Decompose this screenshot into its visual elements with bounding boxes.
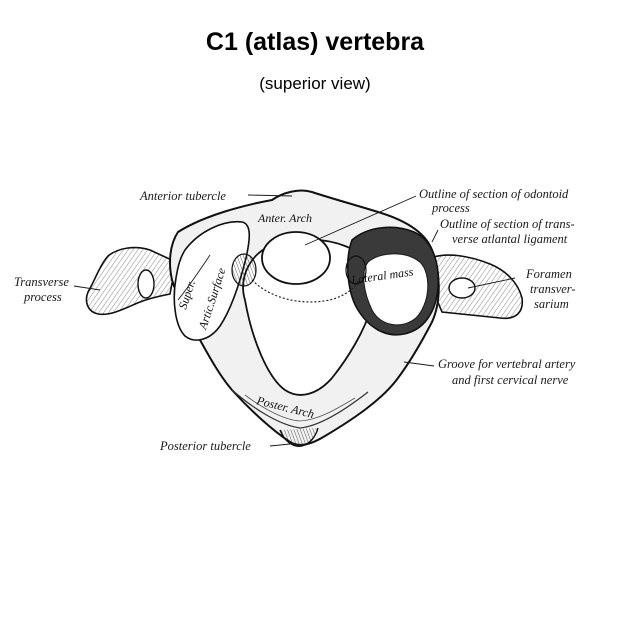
label-foramen-3: sarium	[534, 297, 569, 311]
odontoid-process-outline	[261, 231, 331, 285]
bone-label-anter-arch: Anter. Arch	[257, 211, 312, 225]
right-tubercle-ligament	[345, 255, 367, 285]
diagram-title: C1 (atlas) vertebra	[205, 28, 425, 56]
posterior-tubercle-shape	[279, 427, 319, 447]
label-groove-2: and first cervical nerve	[452, 373, 569, 387]
left-transverse-process	[85, 246, 177, 316]
left-foramen-transversarium	[137, 269, 155, 299]
label-foramen-2: transver-	[530, 282, 576, 296]
label-foramen-1: Foramen	[525, 267, 572, 281]
label-anterior-tubercle: Anterior tubercle	[139, 189, 226, 203]
right-foramen-transversarium	[448, 277, 476, 299]
left-tubercle-ligament	[231, 253, 257, 287]
diagram-subtitle: (superior view)	[259, 74, 371, 93]
label-posterior-tubercle: Posterior tubercle	[159, 439, 251, 453]
label-transverse-process-1: Transverse	[14, 275, 69, 289]
label-outline-odontoid-2: process	[431, 201, 470, 215]
label-transverse-process-2: process	[23, 290, 62, 304]
label-groove-1: Groove for vertebral artery	[438, 357, 576, 371]
label-outline-ligament-1: Outline of section of trans-	[440, 217, 575, 231]
left-superior-articular-surface	[173, 220, 251, 341]
label-outline-odontoid-1: Outline of section of odontoid	[419, 187, 569, 201]
transverse-ligament-outline	[251, 279, 361, 303]
label-outline-ligament-2: verse atlantal ligament	[452, 232, 568, 246]
